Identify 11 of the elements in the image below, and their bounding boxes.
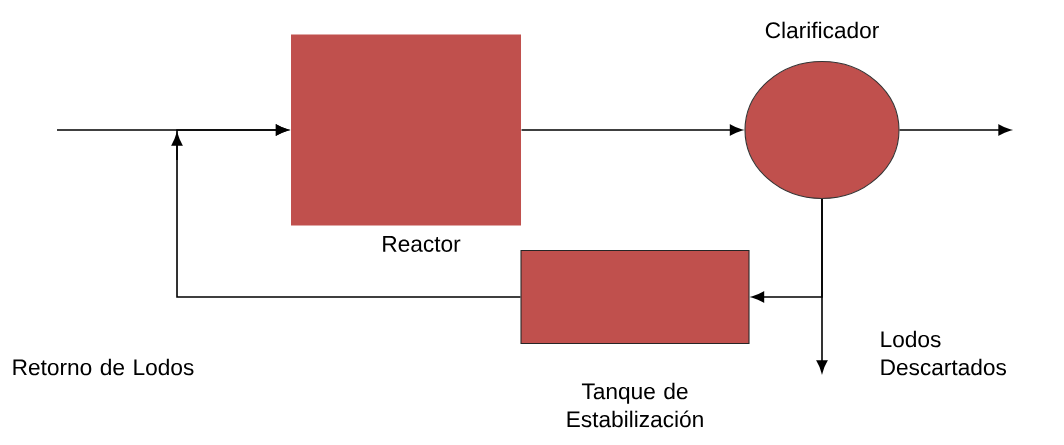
process-box: Reactor (291, 34, 521, 252)
process-box: Tanque de Estabilización (520, 249, 750, 428)
arrow (520, 124, 743, 136)
label-text: Lodos Descartados (881, 330, 1006, 376)
arrow (816, 198, 828, 373)
label-text: Retorno de Lodos (13, 358, 194, 376)
node-label: Clarificador (765, 21, 879, 39)
node-label: Reactor (383, 236, 461, 252)
arrow (171, 124, 522, 298)
arrow (898, 124, 1011, 136)
node-label: Tanque de Estabilización (567, 382, 703, 428)
